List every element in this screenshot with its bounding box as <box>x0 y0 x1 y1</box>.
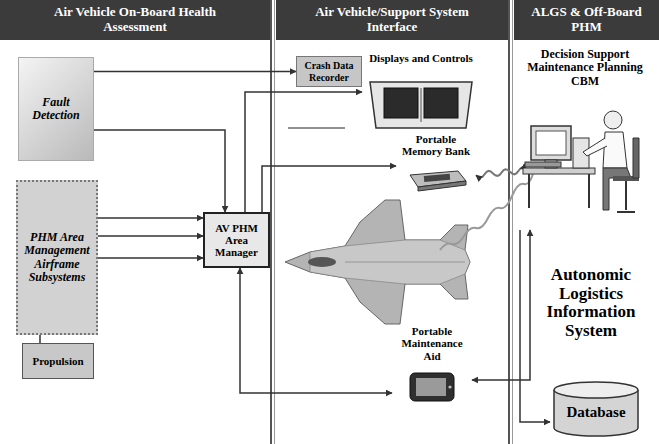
column-header: Air Vehicle/Support System Interface <box>276 0 508 40</box>
node-label: PHM Area Management Airframe Subsystems <box>19 231 95 285</box>
column-divider <box>274 0 275 444</box>
connector-arrow <box>472 230 530 380</box>
node-label: Portable Maintenance Aid <box>392 325 472 362</box>
column-header: ALGS & Off-Board PHM <box>514 0 659 40</box>
column-divider <box>512 0 513 444</box>
connector-arrow <box>98 257 203 259</box>
maintenance-aid-icon-art <box>392 369 472 407</box>
connector-arrow <box>240 268 392 393</box>
blank-line <box>288 128 345 129</box>
maintenance-aid-icon: Portable Maintenance Aid <box>392 325 472 405</box>
manager-box: AV PHM Area Manager <box>203 212 270 268</box>
connector-arrow <box>39 335 41 343</box>
connector-arrow <box>520 230 550 422</box>
display-icon-art <box>362 72 480 136</box>
column-header: Air Vehicle On-Board Health Assessment <box>0 0 270 40</box>
node-label: Database <box>550 380 642 421</box>
node-label: Air Vehicle On-Board Health Assessment <box>40 5 230 34</box>
workstation-icon-art <box>513 98 657 232</box>
memory-icon: Portable Memory Bank <box>396 133 476 195</box>
connector-arrow <box>94 130 225 212</box>
node-label: Displays and Controls <box>362 52 480 64</box>
node-label: Propulsion <box>32 355 83 367</box>
node-label: Fault Detection <box>21 96 91 123</box>
subsystem-box: PHM Area Management Airframe Subsystems <box>16 180 98 335</box>
connector-arrow <box>98 235 203 237</box>
node-label: Crash Data Recorder <box>297 60 361 82</box>
node-label: Air Vehicle/Support System Interface <box>292 5 492 34</box>
system-label: Autonomic Logistics Information System <box>526 266 656 341</box>
database-cylinder: Database <box>550 380 642 438</box>
display-icon: Displays and Controls <box>362 52 480 134</box>
connector-arrow <box>98 217 203 219</box>
connector-arrow <box>262 166 396 212</box>
node-label: Portable Memory Bank <box>396 133 476 158</box>
recorder-box: Crash Data Recorder <box>296 56 362 87</box>
column-divider <box>508 0 510 444</box>
connector-arrow <box>94 71 296 73</box>
connector-arrow <box>476 167 527 177</box>
fault-box: Fault Detection <box>18 57 94 161</box>
workstation-icon: Decision Support Maintenance Planning CB… <box>513 48 657 230</box>
memory-icon-art <box>396 161 476 197</box>
node-label: ALGS & Off-Board PHM <box>527 5 647 34</box>
column-divider <box>270 0 272 444</box>
aircraft-illustration <box>285 200 470 324</box>
propulsion-box: Propulsion <box>22 343 94 379</box>
node-label: Decision Support Maintenance Planning CB… <box>515 48 655 88</box>
node-label: AV PHM Area Manager <box>207 222 267 259</box>
